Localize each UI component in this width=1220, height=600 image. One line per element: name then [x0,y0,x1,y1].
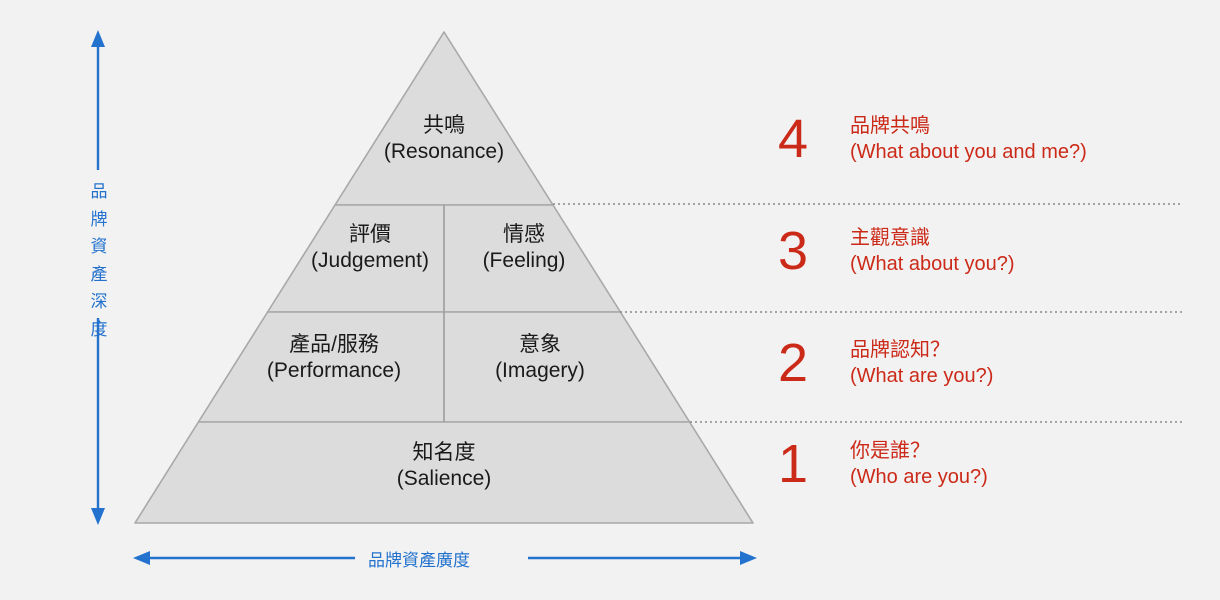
level-number-3: 3 [778,221,809,281]
pyramid-shape [134,31,754,524]
pyramid-tier-1-shape [134,421,754,524]
level-1-en: (Who are you?) [850,466,988,488]
vertical-arrow-head-down [91,508,105,525]
vertical-axis-char-4: 深 [90,292,108,312]
vertical-axis-char-2: 資 [90,237,108,257]
level-number-1: 1 [778,434,809,494]
level-4-cn: 品牌共鳴 [850,115,930,137]
level-row-2: 2 品牌認知？ (What are you?) [778,336,993,390]
vertical-axis-char-5: 度 [90,319,108,339]
level-3-cn: 主觀意識 [850,227,930,249]
level-row-1: 1 你是誰？ (Who are you?) [778,437,988,491]
horizontal-arrow-head-right [740,551,757,565]
level-row-4: 4 品牌共鳴 (What about you and me?) [778,112,1087,166]
level-number-2: 2 [778,333,809,393]
level-row-3: 3 主觀意識 (What about you?) [778,224,1015,278]
level-2-cn: 品牌認知？ [850,339,950,361]
level-3-en: (What about you?) [850,253,1015,275]
leader-lines [553,203,1182,423]
horizontal-arrow-head-left [133,551,150,565]
horizontal-axis-arrow [133,551,757,565]
vertical-axis-arrow [91,30,105,525]
level-text-2: 品牌認知？ (What are you?) [850,337,993,389]
pyramid-tier-4-shape [334,31,554,206]
vertical-arrow-head-up [91,30,105,47]
level-4-en: (What about you and me?) [850,141,1087,163]
level-2-en: (What are you?) [850,365,994,387]
vertical-axis-label: 品 牌 資 產 深 度 [84,178,114,343]
horizontal-axis-label: 品牌資產廣度 [368,551,470,570]
level-1-cn: 你是誰？ [850,440,930,462]
level-text-1: 你是誰？ (Who are you?) [850,438,988,490]
level-text-3: 主觀意識 (What about you?) [850,225,1015,277]
vertical-axis-char-1: 牌 [90,209,108,229]
vertical-axis-char-3: 產 [90,264,108,284]
level-number-4: 4 [778,109,809,169]
vertical-axis-char-0: 品 [90,182,108,201]
level-text-4: 品牌共鳴 (What about you and me?) [850,113,1087,165]
